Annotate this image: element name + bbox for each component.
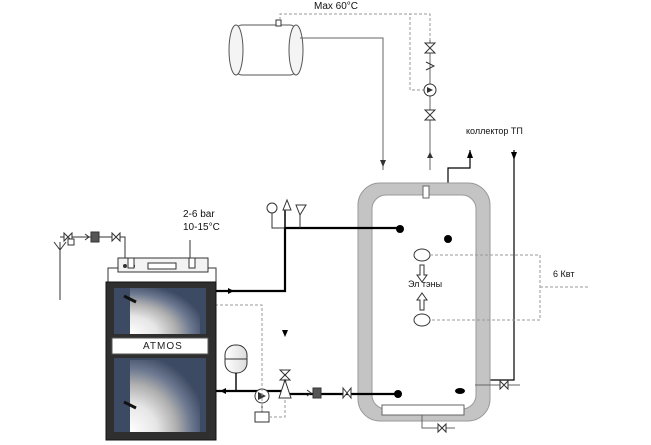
- drain-valve: [421, 415, 455, 434]
- pressure-label: 2-6 bar: [183, 209, 215, 220]
- heaters-label: Эл тэны: [408, 279, 443, 289]
- filter-icon: [312, 387, 322, 399]
- tank-bottom-outlet: [455, 388, 465, 394]
- return-pipe: [215, 369, 398, 423]
- cold-water-inlet: [53, 231, 191, 300]
- arrow-left-icon: [220, 388, 226, 394]
- control-line: [269, 398, 286, 418]
- valve-icon: [111, 231, 121, 243]
- tank-max-temp-label: Max 60°C: [314, 1, 359, 12]
- controller-icon: [254, 411, 270, 423]
- pressure-gauge-icon: [266, 202, 278, 214]
- air-vent-icon: [282, 198, 292, 211]
- arrow-down-icon: [282, 330, 288, 337]
- arrow-up-icon: [467, 150, 473, 158]
- tank-outlet: [444, 235, 452, 243]
- valve-icon: [423, 42, 437, 54]
- valve-icon: [342, 386, 352, 400]
- heater-power-label: 6 Квт: [553, 269, 575, 279]
- electric-heaters: [413, 248, 431, 327]
- tank-feed-line: [300, 37, 384, 170]
- upper-expansion-tank: [228, 19, 304, 76]
- control-line: [215, 304, 263, 412]
- valve-icon: [437, 422, 447, 434]
- valve-icon: [499, 379, 509, 391]
- three-way-valve-icon: [278, 378, 292, 399]
- top-pump-line: [409, 14, 437, 170]
- filter-icon: [90, 231, 100, 243]
- collector-label: коллектор ТП: [466, 126, 523, 136]
- temperature-range-label: 10-15°C: [183, 222, 220, 233]
- boiler-brand-label: ATMOS: [143, 341, 183, 352]
- safety-valve-icon: [295, 204, 307, 217]
- right-valve: [475, 379, 520, 391]
- arrow-right-icon: [228, 288, 234, 294]
- air-vent-icon: [275, 19, 282, 27]
- valve-icon: [278, 369, 292, 381]
- arrow-up-icon: [427, 152, 433, 158]
- supply-pipe: [215, 198, 398, 337]
- expansion-vessel: [224, 344, 248, 391]
- valve-icon: [423, 109, 437, 121]
- boiler: [105, 257, 217, 441]
- arrow-down-icon: [511, 152, 517, 160]
- sensor-line: [279, 13, 431, 40]
- check-valve-icon: [425, 61, 436, 71]
- heater-wiring: [430, 254, 590, 321]
- arrow-down-icon: [380, 160, 386, 167]
